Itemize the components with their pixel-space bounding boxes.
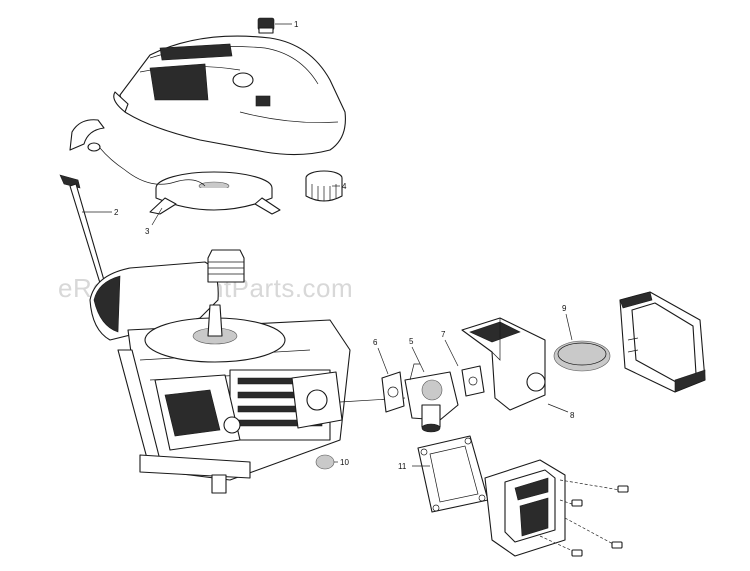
callout-3: 3 — [145, 227, 150, 236]
part-7-gasket — [461, 365, 485, 397]
part-9-air-filter — [553, 340, 611, 372]
part-4-fuel-cap — [305, 170, 343, 202]
callout-8: 8 — [570, 411, 575, 420]
engine-cover-shroud — [113, 35, 346, 156]
callout-2: 2 — [114, 208, 119, 217]
callout-7: 7 — [441, 330, 446, 339]
callout-6: 6 — [373, 338, 378, 347]
callout-1: 1 — [294, 20, 299, 29]
callout-9: 9 — [562, 304, 567, 313]
part-6-carb-gasket — [381, 371, 405, 413]
part-5-carburetor — [404, 363, 459, 433]
cover-vent-grille — [149, 43, 233, 101]
part-8-air-cleaner-base — [461, 317, 546, 411]
engine-block — [89, 249, 351, 494]
callout-4: 4 — [342, 182, 347, 191]
callout-11: 11 — [398, 462, 407, 471]
part-10-plug — [315, 454, 335, 470]
callout-10: 10 — [340, 458, 349, 467]
part-3-recoil-starter — [149, 171, 281, 215]
callouts: 1 2 3 4 5 6 7 8 9 10 11 — [114, 20, 575, 471]
starter-handle-rope — [69, 119, 206, 187]
air-cleaner-cover — [619, 291, 706, 393]
callout-5: 5 — [409, 337, 414, 346]
leader-lines — [82, 23, 573, 467]
part-1-switch — [257, 17, 275, 34]
muffler — [154, 374, 241, 451]
part-11-head-gasket — [417, 435, 489, 513]
valve-cover — [484, 459, 566, 557]
valve-cover-bolts — [539, 479, 629, 557]
